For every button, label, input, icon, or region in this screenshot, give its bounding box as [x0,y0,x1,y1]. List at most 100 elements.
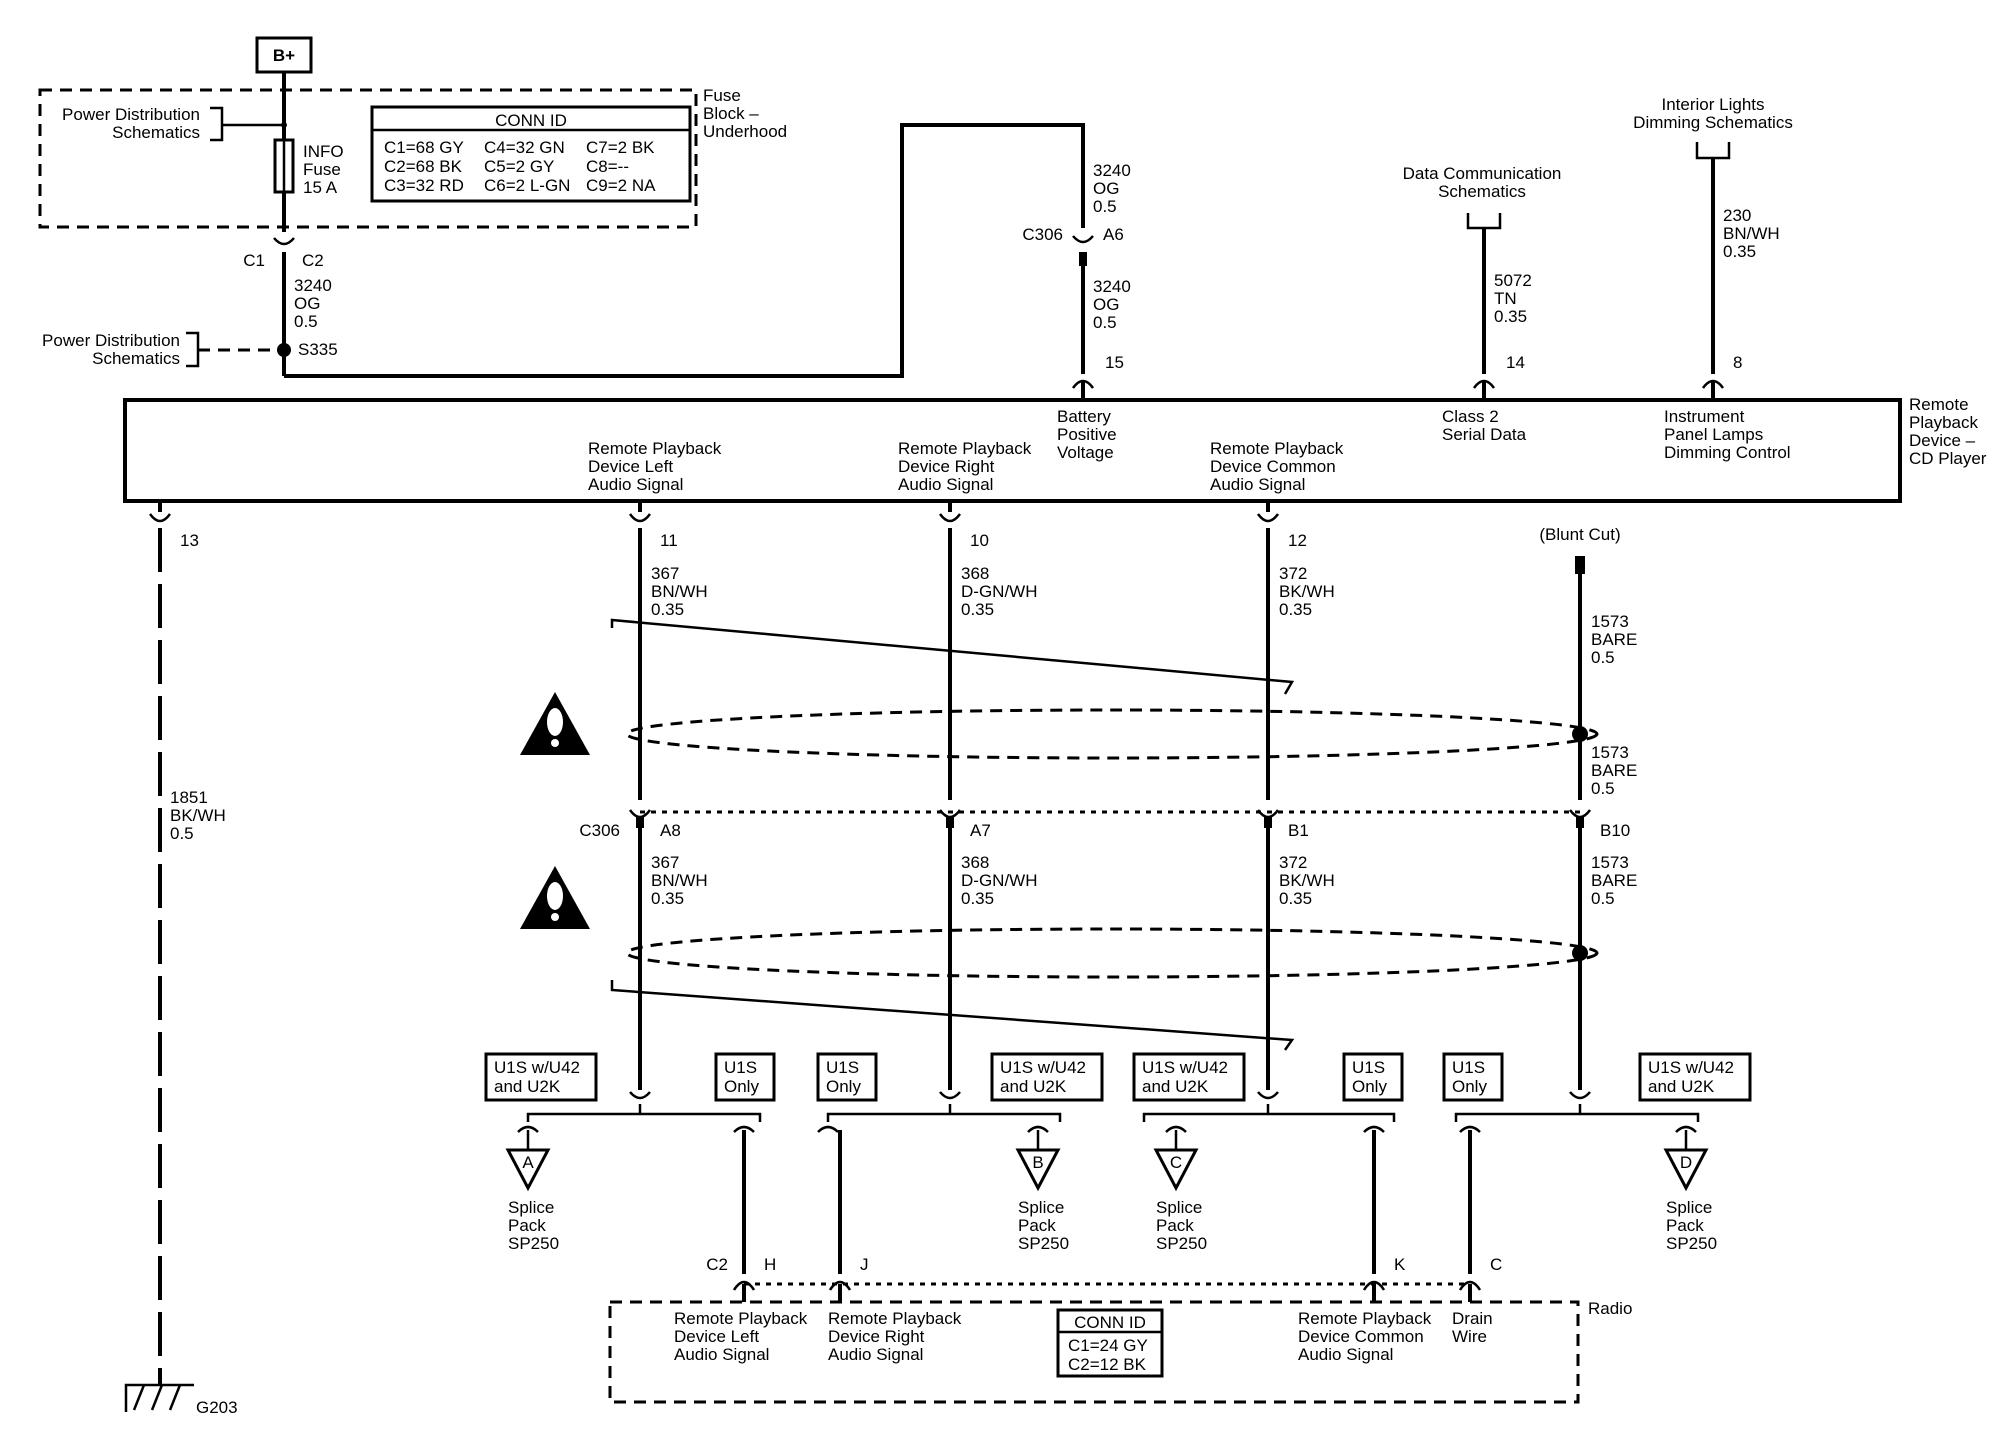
pin-11-label: 11 [660,531,678,550]
svg-text:and U2K: and U2K [1000,1077,1067,1096]
svg-text:U1S w/U42: U1S w/U42 [1648,1058,1734,1077]
splice-pack-d-label: Splice Pack SP250 [1666,1198,1717,1253]
splice-pack-d [1663,1148,1709,1192]
option-box-4: U1S w/U42 and U2K [990,1052,1104,1102]
svg-text:0.35: 0.35 [651,889,684,908]
svg-text:Only: Only [1452,1077,1487,1096]
device-name-label: Remote Playback Device – CD Player [1909,395,1987,468]
splice-pack-c-label: Splice Pack SP250 [1156,1198,1207,1253]
svg-text:0.5: 0.5 [1591,779,1615,798]
svg-text:BK/WH: BK/WH [1279,582,1335,601]
data-communication-ref: Data Communication Schematics [1403,164,1561,230]
svg-text:C2=12 BK: C2=12 BK [1068,1355,1147,1374]
splice-s335-label: S335 [298,340,338,359]
svg-text:BARE: BARE [1591,871,1637,890]
connector-a6-label: A6 [1103,225,1124,244]
svg-text:Device Right: Device Right [828,1327,925,1346]
svg-text:0.35: 0.35 [1279,889,1312,908]
svg-text:Power Distribution: Power Distribution [62,105,200,124]
pin-10-label: 10 [970,531,989,550]
svg-text:C1=68 GY: C1=68 GY [384,138,464,157]
svg-text:Positive: Positive [1057,425,1117,444]
svg-text:Splice: Splice [508,1198,554,1217]
splice-s335 [277,343,291,357]
radio-pin-j-label: J [860,1255,869,1274]
connector-c306-lower-label: C306 [579,821,620,840]
wire-3240-run [284,123,1085,378]
svg-text:1573: 1573 [1591,743,1629,762]
svg-text:0.35: 0.35 [1723,242,1756,261]
svg-text:Panel Lamps: Panel Lamps [1664,425,1763,444]
wire-5072-label: 5072 TN 0.35 [1494,271,1532,326]
connector-b1-label: B1 [1288,821,1309,840]
svg-text:Audio Signal: Audio Signal [1210,475,1305,494]
power-distribution-ref-1: Power Distribution Schematics [62,105,287,142]
svg-text:0.5: 0.5 [1093,313,1117,332]
svg-text:0.35: 0.35 [961,600,994,619]
warning-icon [520,866,590,929]
svg-text:and U2K: and U2K [1142,1077,1209,1096]
drain-splice-lower [1572,945,1588,961]
svg-text:1851: 1851 [170,788,208,807]
svg-text:U1S: U1S [1352,1058,1385,1077]
splice-pack-c [1153,1148,1199,1192]
device-common-signal-label: Remote Playback Device Common Audio Sign… [1210,439,1344,494]
svg-text:INFO: INFO [303,142,344,161]
svg-text:BN/WH: BN/WH [651,582,708,601]
pin-10-symbol [938,513,962,523]
svg-text:SP250: SP250 [1156,1234,1207,1253]
svg-text:Only: Only [826,1077,861,1096]
svg-text:Dimming Schematics: Dimming Schematics [1633,113,1793,132]
svg-text:OG: OG [1093,295,1119,314]
svg-text:D-GN/WH: D-GN/WH [961,871,1037,890]
svg-text:Schematics: Schematics [1438,182,1526,201]
svg-text:0.35: 0.35 [651,600,684,619]
svg-text:Device Left: Device Left [588,457,673,476]
wire-3240-label-c: 3240 OG 0.5 [1093,277,1131,332]
svg-text:C5=2 GY: C5=2 GY [484,157,554,176]
svg-text:15 A: 15 A [303,178,338,197]
svg-text:Splice: Splice [1666,1198,1712,1217]
pin-12-label: 12 [1288,531,1307,550]
svg-text:BN/WH: BN/WH [1723,224,1780,243]
svg-text:3240: 3240 [1093,277,1131,296]
svg-text:368: 368 [961,853,989,872]
radio-right-signal-label: Remote Playback Device Right Audio Signa… [828,1309,962,1364]
connector-a8-label: A8 [660,821,681,840]
svg-text:SP250: SP250 [508,1234,559,1253]
radio-conn-id: CONN ID C1=24 GY C2=12 BK [1056,1308,1164,1378]
svg-text:Pack: Pack [1156,1216,1194,1235]
svg-text:Only: Only [724,1077,759,1096]
pin-13-symbol [148,513,172,523]
radio-drain-wire-label: Drain Wire [1452,1309,1493,1346]
svg-text:Audio Signal: Audio Signal [588,475,683,494]
shield-lower [625,927,1599,979]
wire-3240-label-a: 3240 OG 0.5 [294,276,332,331]
power-distribution-ref-2: Power Distribution Schematics [42,331,278,368]
option-box-7: U1S Only [1442,1052,1504,1102]
svg-text:Audio Signal: Audio Signal [828,1345,923,1364]
svg-text:C4=32 GN: C4=32 GN [484,138,565,157]
svg-text:Dimming Control: Dimming Control [1664,443,1791,462]
svg-text:Schematics: Schematics [112,123,200,142]
svg-text:Audio Signal: Audio Signal [1298,1345,1393,1364]
svg-text:C8=--: C8=-- [586,157,629,176]
device-right-signal-label: Remote Playback Device Right Audio Signa… [898,439,1032,494]
svg-text:C2=68 BK: C2=68 BK [384,157,463,176]
pin-14-label: 14 [1506,353,1525,372]
option-box-6: U1S Only [1342,1052,1404,1102]
radio-outline [608,1300,1580,1404]
svg-text:0.35: 0.35 [961,889,994,908]
twisted-pair-marker-lower [610,980,1295,1051]
svg-text:1573: 1573 [1591,612,1629,631]
svg-text:BARE: BARE [1591,761,1637,780]
svg-text:C9=2 NA: C9=2 NA [586,176,656,195]
svg-text:SP250: SP250 [1018,1234,1069,1253]
wire-1851-label: 1851 BK/WH 0.5 [170,788,226,843]
option-box-2: U1S Only [714,1052,776,1102]
splice-pack-b-label: Splice Pack SP250 [1018,1198,1069,1253]
svg-text:C3=32 RD: C3=32 RD [384,176,464,195]
svg-text:Device Common: Device Common [1210,457,1336,476]
wire-372-label-a: 372 BK/WH 0.35 [1279,564,1335,619]
